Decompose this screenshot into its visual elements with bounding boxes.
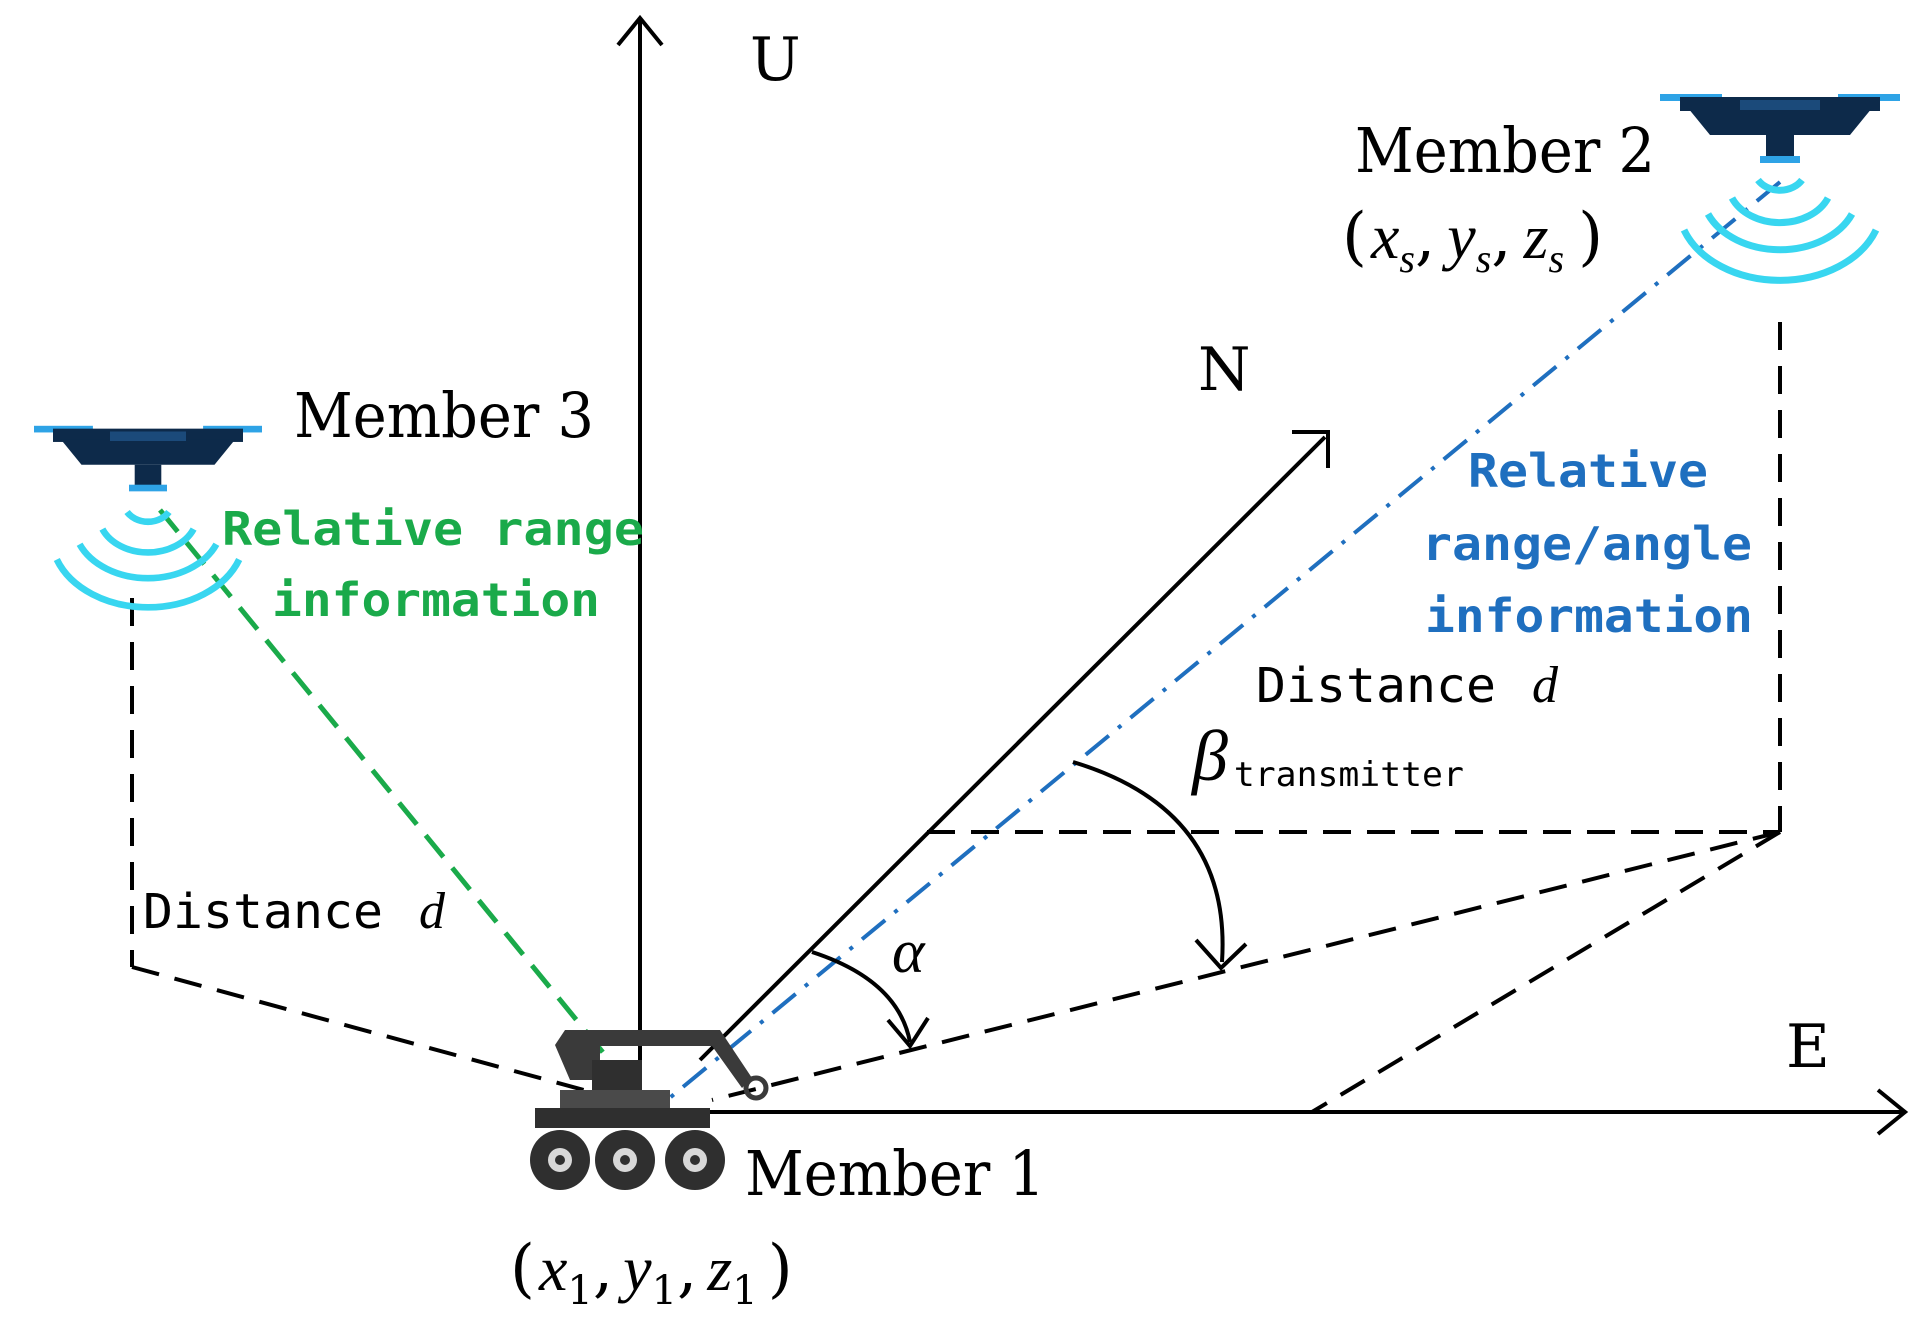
member1-coord: (x1,y1,z1) bbox=[510, 1232, 793, 1314]
drone-icon bbox=[1660, 94, 1900, 163]
n-axis bbox=[698, 430, 1330, 1062]
blue-annotation-line2: range/angle bbox=[1422, 517, 1752, 571]
green-annotation-line1: Relative range bbox=[222, 502, 644, 556]
member2-drone bbox=[1660, 94, 1900, 280]
member2-coord: (xs,ys,zs) bbox=[1342, 200, 1603, 281]
alpha-label: α bbox=[892, 918, 926, 986]
e-axis-label: E bbox=[1786, 1012, 1830, 1082]
member2-label: Member 2 bbox=[1355, 114, 1655, 187]
green-annotation-line2: information bbox=[272, 573, 600, 627]
signal-wave-icon bbox=[57, 512, 239, 607]
blue-range-angle-line bbox=[653, 180, 1782, 1112]
member3-label: Member 3 bbox=[294, 379, 594, 452]
n-axis-label: N bbox=[1198, 335, 1251, 405]
beta-arc bbox=[1072, 760, 1248, 971]
signal-wave-icon bbox=[1684, 180, 1876, 280]
e-axis bbox=[640, 1088, 1909, 1136]
u-axis-label: U bbox=[750, 25, 801, 95]
alpha-arc bbox=[811, 950, 930, 1050]
projection-lines bbox=[130, 322, 1782, 1114]
blue-annotation-line3: information bbox=[1425, 589, 1753, 643]
member1-label: Member 1 bbox=[745, 1137, 1045, 1210]
green-range-line bbox=[158, 508, 652, 1112]
drone-icon bbox=[33, 425, 262, 492]
u-axis bbox=[616, 14, 664, 1112]
blue-annotation-line1: Relative bbox=[1468, 444, 1708, 498]
rover-icon bbox=[530, 1030, 769, 1190]
